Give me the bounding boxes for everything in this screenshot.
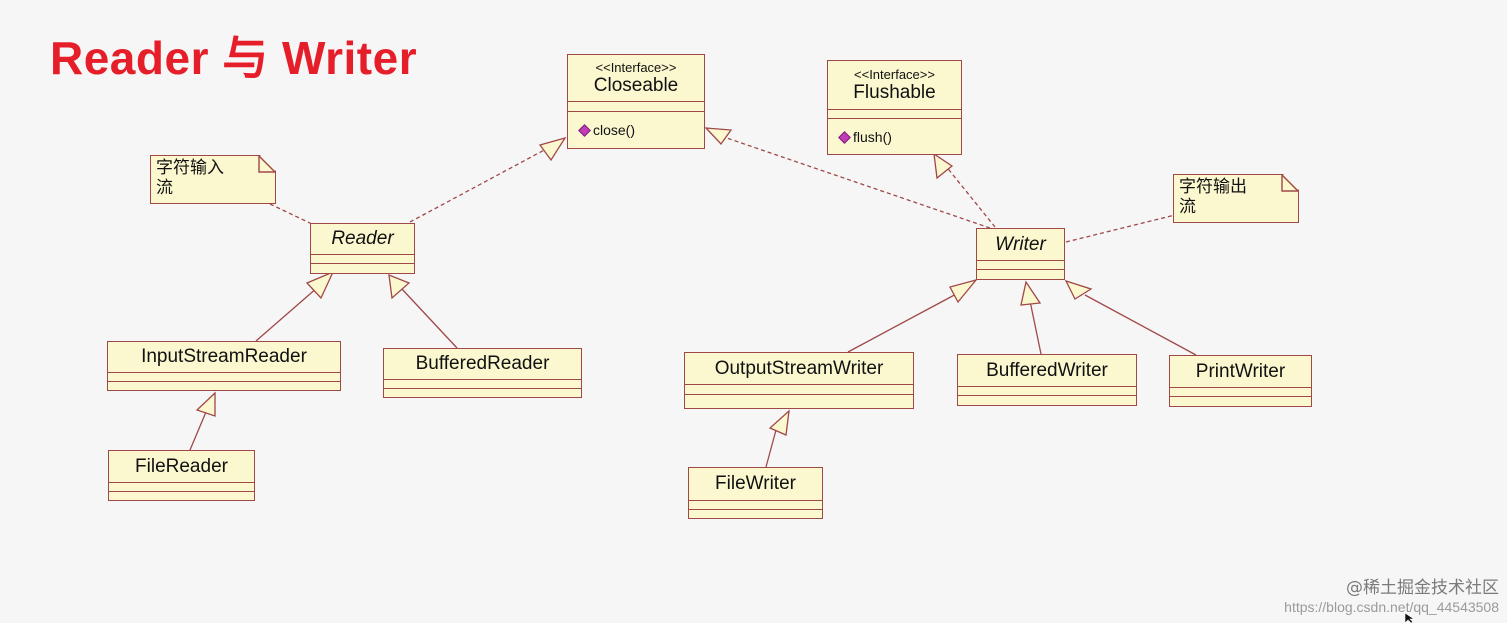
fr-extends-isr bbox=[189, 411, 207, 451]
file-reader-class-box: FileReader bbox=[108, 450, 255, 501]
reader-name: Reader bbox=[331, 228, 394, 249]
file-reader-operations bbox=[109, 492, 254, 500]
flushable-stereotype: <<Interface>> bbox=[854, 66, 935, 82]
osw-extends-writer bbox=[847, 291, 961, 353]
writer-note-line2: 流 bbox=[1179, 197, 1196, 217]
print-writer-attributes bbox=[1170, 388, 1311, 397]
input-stream-reader-name: InputStreamReader bbox=[141, 346, 307, 367]
reader-note-line2: 流 bbox=[156, 178, 173, 198]
output-stream-writer-operations bbox=[685, 395, 913, 408]
writer-class-box: Writer bbox=[976, 228, 1065, 280]
flushable-interface-box: <<Interface>> Flushable flush() bbox=[827, 60, 962, 155]
flushable-header: <<Interface>> Flushable bbox=[828, 61, 961, 110]
reader-note-anchor bbox=[269, 203, 313, 225]
output-stream-writer-attributes bbox=[685, 385, 913, 395]
watermark-site: @稀土掘金技术社区 bbox=[1346, 578, 1499, 598]
reader-note-line1: 字符输入 bbox=[156, 158, 224, 178]
arrowhead-writer-right bbox=[1064, 279, 1093, 300]
buffered-writer-operations bbox=[958, 396, 1136, 405]
file-reader-attributes bbox=[109, 483, 254, 492]
closeable-interface-box: <<Interface>> Closeable close() bbox=[567, 54, 705, 149]
reader-header: Reader bbox=[311, 224, 414, 255]
fw-extends-osw bbox=[765, 429, 777, 468]
bw-extends-writer bbox=[1029, 300, 1042, 355]
buffered-reader-attributes bbox=[384, 380, 581, 389]
closeable-stereotype: <<Interface>> bbox=[595, 59, 677, 75]
writer-note-anchor bbox=[1065, 214, 1176, 243]
writer-operations bbox=[977, 270, 1064, 279]
buffered-reader-class-box: BufferedReader bbox=[383, 348, 582, 398]
reader-class-box: Reader bbox=[310, 223, 415, 274]
input-stream-reader-operations bbox=[108, 382, 340, 390]
diagram-title: Reader 与 Writer bbox=[50, 32, 418, 84]
close-operation: close() bbox=[578, 122, 636, 138]
flushable-operations: flush() bbox=[828, 119, 961, 154]
file-writer-operations bbox=[689, 510, 822, 518]
arrowhead-closeable-left bbox=[538, 136, 567, 162]
output-stream-writer-name: OutputStreamWriter bbox=[714, 357, 884, 379]
reader-note-fold-icon bbox=[258, 155, 276, 173]
output-stream-writer-class-box: OutputStreamWriter bbox=[684, 352, 914, 409]
arrowhead-osw bbox=[768, 409, 790, 436]
file-reader-name: FileReader bbox=[135, 455, 228, 477]
writer-note-fold-icon bbox=[1281, 174, 1299, 192]
file-writer-name: FileWriter bbox=[715, 473, 796, 494]
arrowhead-isr bbox=[195, 391, 216, 417]
arrowhead-reader-left bbox=[305, 270, 335, 300]
closeable-operations: close() bbox=[568, 112, 704, 148]
buffered-writer-header: BufferedWriter bbox=[958, 355, 1136, 387]
reader-realizes-closeable bbox=[409, 147, 549, 223]
output-stream-writer-header: OutputStreamWriter bbox=[685, 353, 913, 385]
writer-realizes-closeable bbox=[717, 134, 991, 229]
arrowhead-closeable-right bbox=[704, 127, 733, 146]
watermark: @稀土掘金技术社区 https://blog.csdn.net/qq_44543… bbox=[1284, 579, 1499, 617]
operation-marker-icon bbox=[838, 130, 851, 144]
writer-note-line1: 字符输出 bbox=[1179, 177, 1247, 197]
flush-operation-label: flush() bbox=[853, 129, 892, 145]
print-writer-operations bbox=[1170, 397, 1311, 406]
file-reader-header: FileReader bbox=[109, 451, 254, 483]
input-stream-reader-class-box: InputStreamReader bbox=[107, 341, 341, 391]
isr-extends-reader bbox=[255, 286, 319, 342]
closeable-attributes bbox=[568, 102, 704, 112]
arrowhead-writer-left bbox=[949, 278, 978, 304]
reader-note: 字符输入 流 bbox=[150, 155, 276, 204]
print-writer-name: PrintWriter bbox=[1195, 360, 1286, 382]
arrowhead-writer-mid bbox=[1020, 280, 1042, 306]
closeable-header: <<Interface>> Closeable bbox=[568, 55, 704, 102]
writer-note: 字符输出 流 bbox=[1173, 174, 1299, 223]
writer-attributes bbox=[977, 261, 1064, 270]
buffered-reader-name: BufferedReader bbox=[415, 353, 550, 374]
buffered-writer-class-box: BufferedWriter bbox=[957, 354, 1137, 406]
mouse-cursor-icon bbox=[1404, 612, 1415, 623]
buffered-writer-attributes bbox=[958, 387, 1136, 396]
arrowhead-flushable bbox=[933, 152, 954, 180]
closeable-name: Closeable bbox=[593, 74, 679, 96]
writer-realizes-flushable bbox=[944, 164, 996, 228]
flushable-name: Flushable bbox=[853, 81, 936, 103]
pw-extends-writer bbox=[1084, 294, 1197, 356]
buffered-reader-operations bbox=[384, 389, 581, 397]
input-stream-reader-attributes bbox=[108, 373, 340, 382]
print-writer-header: PrintWriter bbox=[1170, 356, 1311, 388]
print-writer-class-box: PrintWriter bbox=[1169, 355, 1312, 407]
reader-operations bbox=[311, 264, 414, 273]
writer-name: Writer bbox=[995, 233, 1046, 255]
file-writer-header: FileWriter bbox=[689, 468, 822, 501]
buffered-writer-name: BufferedWriter bbox=[986, 359, 1108, 381]
close-operation-label: close() bbox=[593, 122, 636, 138]
flushable-attributes bbox=[828, 110, 961, 119]
file-writer-attributes bbox=[689, 501, 822, 510]
arrowhead-reader-right bbox=[388, 273, 411, 300]
input-stream-reader-header: InputStreamReader bbox=[108, 342, 340, 373]
writer-header: Writer bbox=[977, 229, 1064, 261]
file-writer-class-box: FileWriter bbox=[688, 467, 823, 519]
flush-operation: flush() bbox=[838, 129, 892, 145]
reader-attributes bbox=[311, 255, 414, 264]
operation-marker-icon bbox=[578, 123, 591, 137]
buffered-reader-header: BufferedReader bbox=[384, 349, 581, 380]
br-extends-reader bbox=[400, 287, 458, 349]
watermark-url: https://blog.csdn.net/qq_44543508 bbox=[1284, 599, 1499, 615]
